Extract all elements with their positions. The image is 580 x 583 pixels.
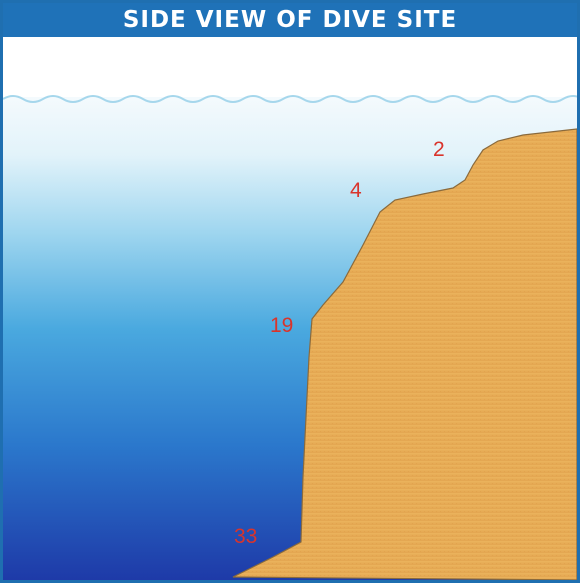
depth-label-19: 19 bbox=[270, 314, 293, 337]
title-bar: SIDE VIEW OF DIVE SITE bbox=[3, 3, 577, 37]
diagram-title: SIDE VIEW OF DIVE SITE bbox=[122, 7, 458, 33]
dive-site-illustration: 2 4 19 33 bbox=[3, 37, 577, 580]
water-surface-line bbox=[3, 95, 577, 103]
depth-label-33: 33 bbox=[234, 525, 257, 548]
sky-area bbox=[3, 37, 577, 99]
dive-site-scene: 2 4 19 33 bbox=[3, 37, 577, 580]
reef-wall bbox=[232, 128, 577, 580]
depth-label-2: 2 bbox=[433, 138, 445, 161]
depth-label-4: 4 bbox=[350, 179, 362, 202]
